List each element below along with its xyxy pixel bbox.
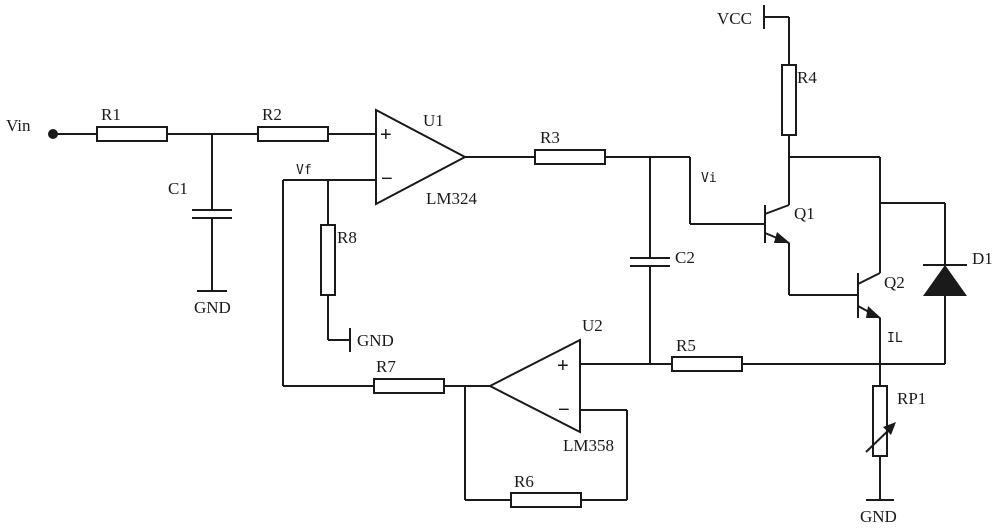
r2-label: R2: [262, 105, 282, 124]
r3-label: R3: [540, 128, 560, 147]
vi-node-label: Vi: [701, 171, 717, 186]
q2-label: Q2: [884, 273, 905, 292]
transistor-q2: [857, 272, 881, 319]
resistor-r8: [320, 224, 336, 296]
u2-inverting-sign: −: [558, 399, 570, 421]
vf-node-label: Vf: [296, 163, 312, 178]
r5-label: R5: [676, 336, 696, 355]
wires: [53, 16, 946, 501]
r1-label: R1: [101, 105, 121, 124]
u2-noninverting-sign: +: [557, 355, 569, 377]
gnd-c1-label: GND: [194, 298, 231, 317]
r4-label: R4: [797, 68, 817, 87]
r6-label: R6: [514, 472, 534, 491]
d1-label: D1: [972, 249, 993, 268]
resistor-r4: [781, 64, 797, 136]
gnd-rp1-label: GND: [860, 507, 897, 526]
opamp-u1: [375, 108, 468, 206]
vin-terminal: [48, 129, 58, 139]
u2-model-label: LM358: [563, 436, 614, 455]
resistor-r2: [257, 126, 329, 142]
il-current-label: IL: [887, 331, 903, 346]
q1-label: Q1: [794, 204, 815, 223]
resistor-r3: [534, 149, 606, 165]
c1-label: C1: [168, 179, 188, 198]
u1-model-label: LM324: [426, 189, 478, 208]
vin-label: Vin: [6, 116, 31, 135]
u1-noninverting-sign: +: [380, 124, 392, 146]
u1-inverting-sign: −: [381, 168, 393, 190]
u1-label: U1: [423, 111, 444, 130]
potentiometer-rp1: [865, 385, 896, 457]
vcc-label: VCC: [717, 9, 752, 28]
capacitor-c2: [630, 257, 670, 267]
resistor-r1: [96, 126, 168, 142]
resistor-r5: [671, 356, 743, 372]
capacitor-c1: [192, 209, 232, 219]
resistor-r7: [373, 378, 445, 394]
c2-label: C2: [675, 248, 695, 267]
diode-d1: [923, 264, 967, 296]
opamp-u2: [487, 338, 581, 434]
transistor-q1: [764, 204, 790, 244]
r7-label: R7: [376, 357, 396, 376]
u2-label: U2: [582, 316, 603, 335]
gnd-r8-label: GND: [357, 331, 394, 350]
rp1-label: RP1: [897, 389, 926, 408]
r8-label: R8: [337, 228, 357, 247]
resistor-r6: [510, 492, 582, 508]
